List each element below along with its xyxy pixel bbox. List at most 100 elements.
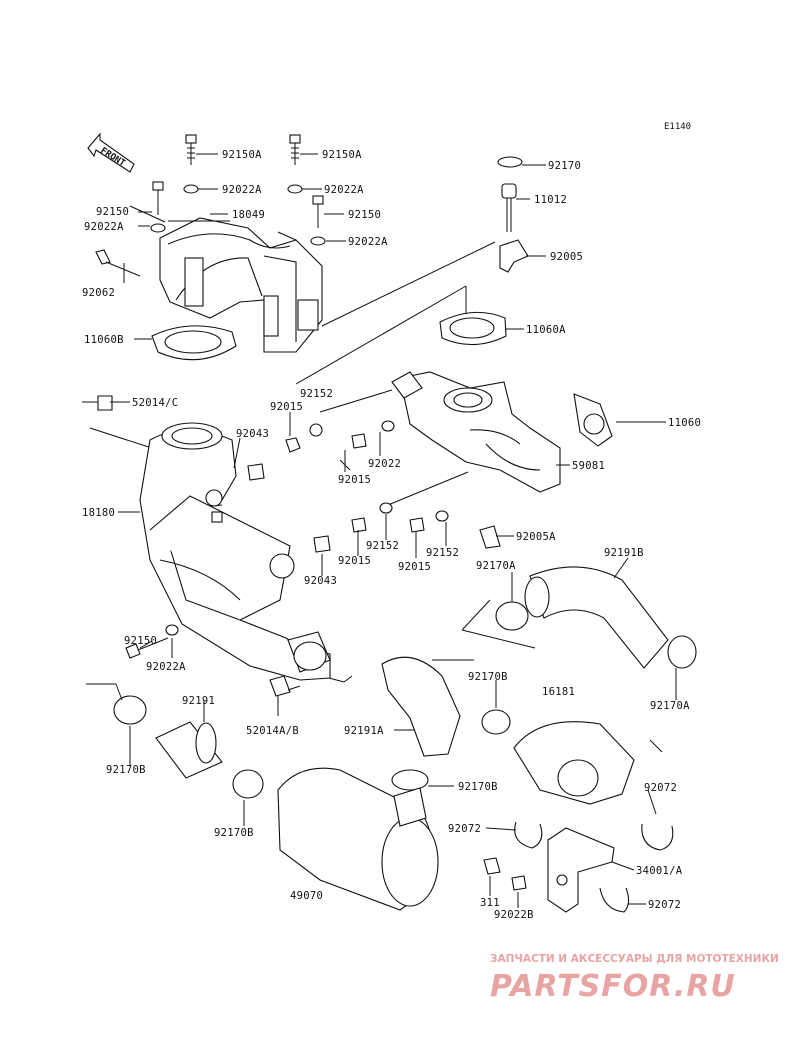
label-92191a: 92191A [344,725,384,737]
snap-ring-92072-a [514,821,543,849]
label-92152-3: 92152 [426,547,459,559]
label-11060: 11060 [668,417,701,429]
nut-92015-c [351,517,367,533]
label-92170a-2: 92170A [650,700,690,712]
water-jacket-59081 [391,371,561,493]
front-arrow-icon: FRONT [87,132,135,173]
nut-92015-a [285,437,301,453]
clamp-92170a-right [667,635,697,669]
nut-92043-b [313,535,331,553]
label-92152-1: 92152 [300,388,333,400]
label-92170b-2: 92170B [106,764,146,776]
label-92022a-4: 92022A [348,236,388,248]
clamp-92170b-mid [481,709,511,735]
washer-92152-a [309,423,323,437]
label-52014c: 52014/C [132,397,178,409]
label-92022a-2: 92022A [324,184,364,196]
label-92170b-4: 92170B [214,827,254,839]
label-18049: 18049 [232,209,265,221]
exhaust-manifold-18049 [159,217,323,353]
label-52014ab: 52014A/B [246,725,299,737]
bracket-34001-a [547,827,615,913]
label-18180: 18180 [82,507,115,519]
label-92022a-1: 92022A [222,184,262,196]
part-labels: 92150A 92150A 92022A 92022A 92150 92022A… [82,149,701,921]
clamp-92170b-left [113,695,147,725]
gasket-11060 [573,393,613,447]
sleeve-92191 [155,721,223,779]
hose-92191a [381,656,461,757]
clamp-92170a-upper [495,601,529,631]
label-92022a-5: 92022A [146,661,186,673]
gasket-11060b [151,325,237,361]
label-92043-2: 92043 [304,575,337,587]
bolt-92150-a [152,181,164,215]
washer-92022a-b [310,236,326,246]
bolt-92150-b [312,195,324,228]
watermark-logo: PARTSFOR.RU [490,969,736,1004]
watermark: ЗАПЧАСТИ И АКСЕССУАРЫ ДЛЯ МОТОТЕХНИКИ PA… [490,953,779,1004]
stud-92062 [95,249,141,277]
watermark-subtitle: ЗАПЧАСТИ И АКСЕССУАРЫ ДЛЯ МОТОТЕХНИКИ [490,953,779,965]
label-92170: 92170 [548,160,581,172]
label-92150-1: 92150 [96,206,129,218]
clamp-92170b-lower [391,769,429,791]
clamp-92170b-lower-left [232,769,264,799]
label-92150a-2: 92150A [322,149,362,161]
washer-92022a-left [183,184,199,194]
label-11060b: 11060B [84,334,124,346]
label-92170a-1: 92170A [476,560,516,572]
label-59081: 59081 [572,460,605,472]
washer-92152-b [379,502,393,514]
gasket-11060a [439,311,507,346]
clamp-92170-top [497,156,523,168]
expansion-chamber-18180 [139,422,331,681]
nipple-52014a-b [269,675,301,697]
label-92005: 92005 [550,251,583,263]
label-92191b: 92191B [604,547,644,559]
diagram-code: E1140 [664,122,691,132]
pipe-16181 [513,721,635,805]
label-16181: 16181 [542,686,575,698]
label-34001a: 34001/A [636,865,683,877]
washer-92152-c [435,510,449,522]
washer-92022a-right [287,184,303,194]
hose-92191b [524,566,669,669]
nut-92043-a [247,463,265,481]
label-92022a-3: 92022A [84,221,124,233]
label-311: 311 [480,897,500,909]
label-92150a-1: 92150A [222,149,262,161]
label-92015-4: 92015 [398,561,431,573]
nipple-52014-c [82,395,113,411]
label-92022: 92022 [368,458,401,470]
label-92170b-1: 92170B [468,671,508,683]
label-11060a: 11060A [526,324,566,336]
nut-92022b [511,875,527,891]
label-92150-3: 92150 [124,635,157,647]
nut-92015-d [409,517,425,533]
label-92072-3: 92072 [648,899,681,911]
washer-92022 [381,420,395,432]
bolt-92150-lower [125,637,169,659]
label-92072-1: 92072 [644,782,677,794]
label-92015-1: 92015 [270,401,303,413]
leader-lines [110,153,677,908]
label-92015-3: 92015 [338,555,371,567]
elbow-fitting-92005 [499,239,529,273]
washer-92022a-a [150,223,166,233]
bolt-92150a-left [185,134,197,165]
label-92015-2: 92015 [338,474,371,486]
label-92150-2: 92150 [348,209,381,221]
muffler-49070 [277,767,439,911]
bolt-92150a-right [289,134,301,165]
nut-92015-b [351,433,367,449]
label-92152-2: 92152 [366,540,399,552]
label-92191: 92191 [182,695,215,707]
label-92005a: 92005A [516,531,556,543]
label-92062: 92062 [82,287,115,299]
label-49070: 49070 [290,890,323,902]
label-92043-1: 92043 [236,428,269,440]
nut-311 [483,857,501,875]
washer-92022a-lower [165,624,179,636]
